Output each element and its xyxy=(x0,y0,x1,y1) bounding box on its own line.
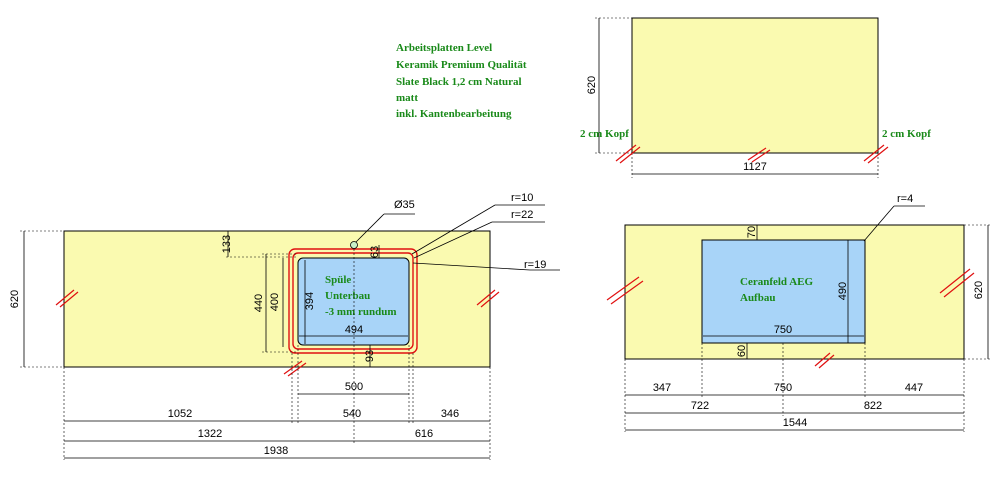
hob-cutout xyxy=(701,239,866,344)
dim-93: 93 xyxy=(364,350,376,362)
dim-63: 63 xyxy=(369,246,381,258)
leader-line xyxy=(413,221,493,259)
note-line-2: Keramik Premium Qualität xyxy=(396,59,527,71)
edge-mark xyxy=(619,146,641,164)
right-panel-depth: 620 xyxy=(973,281,985,299)
main-panel-depth: 620 xyxy=(9,290,21,308)
edge-mark xyxy=(476,289,496,306)
dim-1322: 1322 xyxy=(198,428,222,440)
edge-mark xyxy=(59,291,79,308)
main-panel-plate xyxy=(63,230,491,368)
dim-60: 60 xyxy=(736,345,748,357)
note-line-5: inkl. Kantenbearbeitung xyxy=(396,108,512,120)
radius-r22: r=22 xyxy=(511,209,533,221)
dim-750-inner: 750 xyxy=(774,324,792,336)
tap-hole-diameter: Ø35 xyxy=(394,199,415,211)
sink-label-1: Spüle xyxy=(325,274,351,286)
leader-line xyxy=(355,213,385,243)
dim-1544: 1544 xyxy=(783,417,807,429)
edge-mark xyxy=(55,289,75,306)
edge-mark xyxy=(751,149,771,163)
edge-mark xyxy=(867,146,889,164)
dim-500: 500 xyxy=(345,381,363,393)
edge-mark xyxy=(747,147,767,161)
dim-447: 447 xyxy=(905,382,923,394)
material-notes: Arbeitsplatten Level Keramik Premium Qua… xyxy=(396,42,527,120)
sink-cutout xyxy=(297,257,410,346)
dim-540: 540 xyxy=(343,408,361,420)
edge-mark xyxy=(615,144,637,162)
dim-490: 490 xyxy=(837,282,849,300)
tap-hole-icon xyxy=(350,241,358,249)
edge-mark xyxy=(863,144,885,162)
note-line-3: Slate Black 1,2 cm Natural xyxy=(396,76,522,88)
dim-1938: 1938 xyxy=(264,445,288,457)
top-panel-width: 1127 xyxy=(743,161,767,173)
edge-mark xyxy=(939,268,971,294)
dim-440: 440 xyxy=(253,294,265,312)
top-panel-plate xyxy=(631,17,879,154)
radius-r4: r=4 xyxy=(897,193,913,205)
right-kopf-label: 2 cm Kopf xyxy=(882,128,931,140)
leader-line xyxy=(411,204,496,255)
radius-r10: r=10 xyxy=(511,192,533,204)
sink-label-3: -3 mm rundum xyxy=(325,306,397,318)
note-line-4: matt xyxy=(396,92,418,104)
right-panel: Ceranfeld AEG Aufbau 620 r=4 70 490 750 … xyxy=(606,193,992,432)
dim-722: 722 xyxy=(691,400,709,412)
edge-mark xyxy=(943,272,975,298)
leader-line xyxy=(412,262,531,271)
sink-mid-outline xyxy=(292,252,414,350)
hob-label-1: Ceranfeld AEG xyxy=(740,276,813,288)
leader-line xyxy=(863,205,895,242)
edge-mark xyxy=(610,280,644,305)
dim-347: 347 xyxy=(653,382,671,394)
sink-outer-outline xyxy=(288,248,418,354)
sink-label-2: Unterbau xyxy=(325,290,370,302)
dim-394: 394 xyxy=(304,292,316,310)
dim-346: 346 xyxy=(441,408,459,420)
main-panel: 620 Spüle Unterbau -3 mm rundum Ø35 r=10… xyxy=(9,192,560,460)
dim-70: 70 xyxy=(746,226,758,238)
dim-1052: 1052 xyxy=(168,408,192,420)
edge-mark xyxy=(480,291,500,308)
left-kopf-label: 2 cm Kopf xyxy=(580,128,629,140)
edge-mark xyxy=(283,360,303,375)
hob-label-2: Aufbau xyxy=(740,292,775,304)
dim-822: 822 xyxy=(864,400,882,412)
top-panel: 620 1127 2 cm Kopf 2 cm Kopf xyxy=(580,17,931,178)
top-panel-depth: 620 xyxy=(586,76,598,94)
edge-mark xyxy=(606,276,640,301)
note-line-1: Arbeitsplatten Level xyxy=(396,42,492,54)
dim-133: 133 xyxy=(221,235,233,253)
radius-r19: r=19 xyxy=(524,259,546,271)
edge-mark xyxy=(814,352,831,367)
edge-mark xyxy=(818,354,835,369)
dim-616: 616 xyxy=(415,428,433,440)
edge-mark xyxy=(287,362,307,377)
dim-400: 400 xyxy=(269,293,281,311)
dim-750-chain: 750 xyxy=(774,382,792,394)
